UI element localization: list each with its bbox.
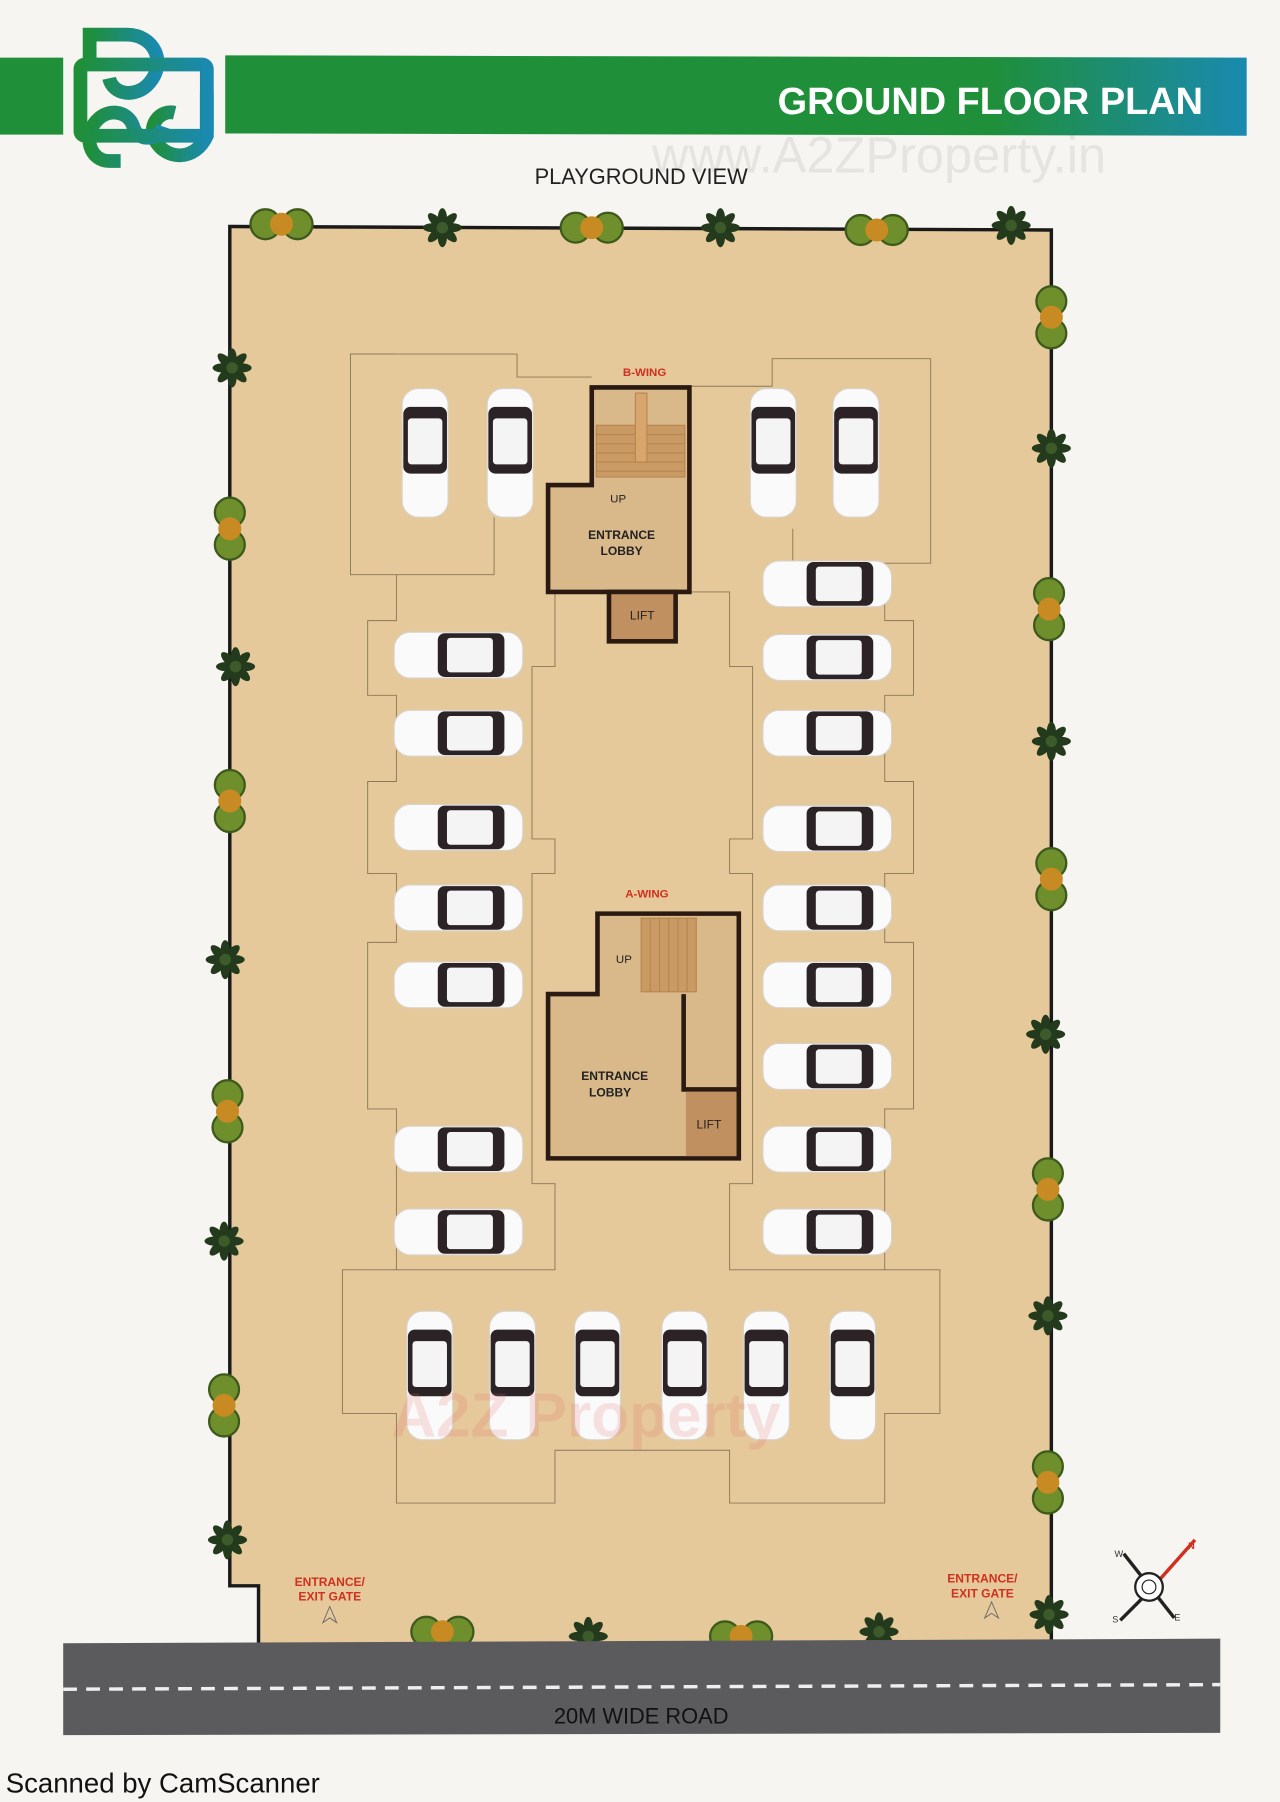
parking-cars <box>393 387 893 1441</box>
header-bar-left <box>0 57 64 135</box>
a-wing-lobby-label-2: LOBBY <box>589 1085 631 1099</box>
shrub-tree-icon <box>1035 285 1068 350</box>
header-bar <box>225 55 1247 136</box>
car <box>762 1208 893 1256</box>
shrub-tree-icon <box>211 1079 244 1144</box>
left-gate-label-1: ENTRANCE/ <box>295 1575 366 1589</box>
landscape-trees <box>204 205 1071 1656</box>
car <box>488 1310 537 1441</box>
palm-tree-icon <box>422 208 462 248</box>
car <box>573 1310 622 1441</box>
page-title: GROUND FLOOR PLAN <box>778 81 1203 123</box>
car <box>829 1310 877 1441</box>
a-wing-label: A-WING <box>625 889 668 901</box>
b-wing-label: B-WING <box>623 367 666 379</box>
watermark-url: www.A2ZProperty.in <box>651 127 1106 184</box>
car <box>749 387 797 518</box>
palm-tree-icon <box>207 1520 248 1560</box>
car <box>762 961 893 1009</box>
a-wing-lift <box>685 1091 737 1157</box>
b-wing-up-label: UP <box>610 493 626 505</box>
car <box>393 709 524 757</box>
car <box>762 633 893 681</box>
palm-tree-icon <box>1031 428 1071 468</box>
road-center-line <box>63 1682 1221 1691</box>
watermark-center: A2Z Property <box>391 1381 781 1450</box>
palm-tree-icon <box>991 205 1031 245</box>
car <box>486 387 534 518</box>
right-gate-label-2: EXIT GATE <box>951 1586 1014 1600</box>
car <box>393 1125 524 1173</box>
left-gate-label-2: EXIT GATE <box>298 1590 361 1604</box>
a-wing-core: A-WING UP ENTRANCE LOBBY LIFT <box>545 889 742 1161</box>
car <box>406 1310 454 1441</box>
car <box>762 709 893 757</box>
compass-w: W <box>1115 1549 1124 1559</box>
b-wing-lobby-label-2: LOBBY <box>601 544 643 558</box>
car <box>393 884 524 932</box>
car <box>393 631 524 679</box>
palm-tree-icon <box>1026 1014 1066 1054</box>
palm-tree-icon <box>204 1221 244 1261</box>
a-wing-staircase <box>640 917 697 993</box>
shrub-tree-icon <box>249 208 314 241</box>
car <box>762 884 893 932</box>
b-wing-lobby-label-1: ENTRANCE <box>588 528 655 542</box>
shrub-tree-icon <box>1031 1157 1064 1222</box>
b-wing-lift <box>606 589 678 644</box>
a-wing-lobby-label-1: ENTRANCE <box>581 1069 648 1083</box>
palm-tree-icon <box>1028 1296 1068 1336</box>
compass-e: E <box>1174 1612 1180 1622</box>
shrub-tree-icon <box>213 496 246 561</box>
car <box>393 961 524 1009</box>
shrub-tree-icon <box>844 213 909 247</box>
b-wing-lift-label: LIFT <box>630 608 655 622</box>
road-label: 20M WIDE ROAD <box>554 1704 729 1729</box>
shrub-tree-icon <box>1031 1450 1064 1515</box>
car <box>762 1042 893 1091</box>
palm-tree-icon <box>205 940 245 980</box>
shrub-tree-icon <box>1032 576 1066 642</box>
compass-n: N <box>1188 1541 1195 1551</box>
shrub-tree-icon <box>207 1373 241 1438</box>
palm-tree-icon <box>700 208 740 248</box>
a-wing-up-label: UP <box>616 954 632 966</box>
b-wing-staircase <box>595 392 686 478</box>
shrub-tree-icon <box>410 1615 475 1648</box>
car <box>661 1310 709 1441</box>
playground-view-label: PLAYGROUND VIEW <box>535 164 748 189</box>
palm-tree-icon <box>212 348 252 388</box>
car <box>762 805 893 853</box>
left-gate-arrow-icon <box>321 1605 338 1624</box>
shrub-tree-icon <box>213 768 246 834</box>
car <box>401 387 449 518</box>
a-wing-lift-label: LIFT <box>697 1118 722 1132</box>
car <box>762 1125 893 1173</box>
palm-tree-icon <box>1029 1595 1069 1635</box>
compass-icon: W N S E <box>1112 1538 1197 1625</box>
right-gate-arrow-icon <box>983 1600 1000 1620</box>
car <box>742 1310 790 1441</box>
palm-tree-icon <box>216 647 256 687</box>
b-wing-core: B-WING UP ENTRANCE LOBBY LIFT <box>545 367 692 644</box>
right-gate-label-1: ENTRANCE/ <box>947 1571 1018 1585</box>
car <box>832 387 880 518</box>
scanner-footer-text: Scanned by CamScanner <box>6 1768 320 1799</box>
compass-s: S <box>1112 1615 1118 1625</box>
interlocking-rings-logo <box>73 27 214 168</box>
car <box>762 560 893 608</box>
shrub-tree-icon <box>559 211 624 244</box>
shrub-tree-icon <box>1035 846 1068 912</box>
car <box>393 803 524 852</box>
car <box>393 1208 524 1256</box>
palm-tree-icon <box>1031 721 1071 761</box>
